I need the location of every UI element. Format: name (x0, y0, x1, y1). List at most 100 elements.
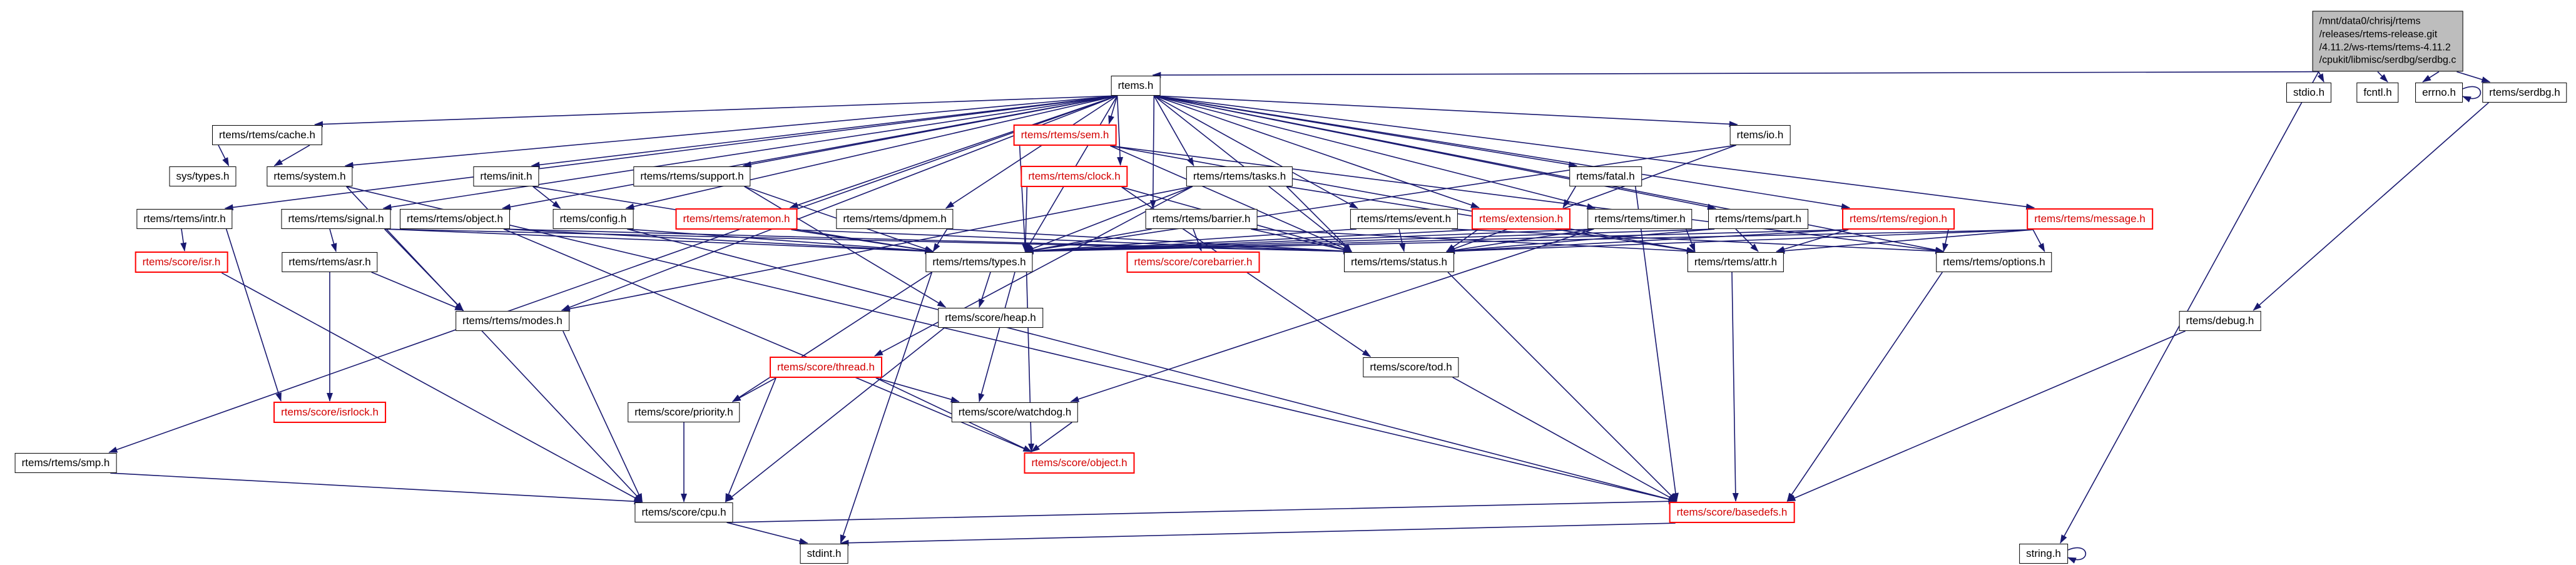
graph-node-sem-h[interactable]: rtems/rtems/sem.h (1013, 124, 1117, 146)
include-edge (1446, 228, 1594, 253)
graph-node-barrier-h[interactable]: rtems/rtems/barrier.h (1145, 208, 1258, 230)
include-edge (1108, 95, 1118, 125)
graph-node-stdint-h[interactable]: stdint.h (800, 543, 848, 564)
include-edge (1398, 228, 1406, 252)
include-edge (1024, 228, 1594, 255)
include-edge (840, 522, 1676, 546)
graph-node-system-h[interactable]: rtems/system.h (267, 166, 353, 187)
graph-node-string-h[interactable]: string.h (2019, 543, 2068, 564)
graph-node-attr-h[interactable]: rtems/rtems/attr.h (1687, 252, 1784, 273)
include-edge (344, 95, 1117, 168)
include-edge (725, 377, 776, 502)
graph-node-asr-h[interactable]: rtems/rtems/asr.h (282, 252, 378, 273)
graph-node-thread-h[interactable]: rtems/score/thread.h (770, 356, 882, 379)
graph-node-signal-h[interactable]: rtems/rtems/signal.h (281, 208, 391, 230)
graph-node-heap-h[interactable]: rtems/score/heap.h (938, 307, 1043, 328)
graph-node-priority-h[interactable]: rtems/score/priority.h (628, 402, 740, 423)
graph-node-isr-h[interactable]: rtems/score/isr.h (135, 251, 228, 273)
include-edge (1110, 145, 1696, 253)
graph-node-types-h[interactable]: rtems/rtems/types.h (925, 252, 1033, 273)
graph-node-smp-h[interactable]: rtems/rtems/smp.h (14, 452, 117, 474)
graph-node-stdio-h[interactable]: stdio.h (2286, 82, 2332, 103)
include-edge (1153, 95, 1358, 209)
include-edge (945, 95, 1118, 209)
graph-node-init-h[interactable]: rtems/init.h (473, 166, 539, 187)
graph-node-extension-h[interactable]: rtems/extension.h (1471, 208, 1571, 230)
graph-node-errno-h[interactable]: errno.h (2415, 82, 2463, 103)
include-edge (1446, 145, 1736, 252)
include-edge (371, 272, 464, 311)
graph-node-sys-types-h[interactable]: sys/types.h (169, 166, 237, 187)
graph-node-ratemon-h[interactable]: rtems/rtems/ratemon.h (675, 208, 798, 230)
include-edge (1153, 95, 1194, 166)
include-edge (789, 95, 1117, 208)
include-edge (221, 272, 643, 502)
graph-node-options-h[interactable]: rtems/rtems/options.h (1936, 252, 2052, 273)
graph-node-intr-h[interactable]: rtems/rtems/intr.h (136, 208, 233, 230)
graph-node-score-object-h[interactable]: rtems/score/object.h (1024, 452, 1135, 474)
graph-node-event-h[interactable]: rtems/rtems/event.h (1350, 208, 1459, 230)
include-edge (1685, 228, 1696, 252)
include-edge (1024, 228, 1715, 255)
graph-node-serdbg-c[interactable]: /mnt/data0/chrisj/rtems /releases/rtems-… (2312, 11, 2463, 72)
graph-node-region-h[interactable]: rtems/rtems/region.h (1842, 208, 1955, 230)
include-edge (314, 95, 1117, 128)
graph-node-debug-h[interactable]: rtems/debug.h (2179, 310, 2261, 332)
graph-node-serdbg-h[interactable]: rtems/serdbg.h (2482, 82, 2567, 103)
include-edge (1154, 95, 2035, 210)
include-edge (531, 95, 1117, 168)
graph-node-corebarrier-h[interactable]: rtems/score/corebarrier.h (1126, 251, 1260, 273)
include-edge (726, 498, 1677, 523)
graph-node-modes-h[interactable]: rtems/rtems/modes.h (456, 310, 569, 332)
include-edge (329, 228, 337, 252)
include-edge (2253, 102, 2489, 311)
graph-node-support-h[interactable]: rtems/rtems/support.h (633, 166, 751, 187)
include-edge (224, 95, 1117, 211)
graph-node-config-h[interactable]: rtems/config.h (552, 208, 634, 230)
graph-node-fatal-h[interactable]: rtems/fatal.h (1569, 166, 1642, 187)
include-edge (503, 228, 934, 255)
include-edge (978, 272, 1016, 402)
include-edge (1731, 272, 1739, 502)
graph-node-object-classic-h[interactable]: rtems/rtems/object.h (400, 208, 510, 230)
include-edge (225, 228, 282, 402)
include-edge (1445, 229, 1849, 255)
include-edge (979, 272, 991, 308)
include-edge (725, 327, 945, 502)
graph-node-cache-h[interactable]: rtems/rtems/cache.h (212, 125, 322, 146)
graph-node-clock-h[interactable]: rtems/rtems/clock.h (1021, 165, 1128, 188)
include-edge (180, 228, 187, 252)
graph-node-io-h[interactable]: rtems/io.h (1729, 125, 1791, 146)
graph-node-tasks-h[interactable]: rtems/rtems/tasks.h (1186, 166, 1293, 187)
graph-node-isrlock-h[interactable]: rtems/score/isrlock.h (273, 401, 386, 424)
include-edge (1786, 330, 2186, 502)
graph-node-status-h[interactable]: rtems/rtems/status.h (1344, 252, 1454, 273)
graph-node-message-h[interactable]: rtems/rtems/message.h (2027, 208, 2153, 230)
include-edge (384, 228, 934, 255)
include-edge (874, 186, 1193, 357)
include-edge (1031, 422, 1072, 452)
graph-node-fcntl-h[interactable]: fcntl.h (2356, 82, 2399, 103)
include-edge (1286, 186, 1352, 252)
include-edge (110, 472, 643, 505)
include-edge (1110, 145, 1352, 252)
include-edge (218, 145, 230, 166)
include-edge (1786, 272, 1943, 502)
include-edge (2456, 71, 2491, 83)
graph-node-basedefs-h[interactable]: rtems/score/basedefs.h (1669, 501, 1795, 524)
graph-node-cpu-h[interactable]: rtems/score/cpu.h (634, 502, 733, 523)
graph-node-dpmem-h[interactable]: rtems/rtems/dpmem.h (836, 208, 954, 230)
include-edge (627, 228, 1677, 502)
graph-node-part-h[interactable]: rtems/rtems/part.h (1708, 208, 1808, 230)
include-edge (1154, 95, 1596, 210)
graph-node-tod-h[interactable]: rtems/score/tod.h (1363, 357, 1459, 378)
graph-node-watchdog-h[interactable]: rtems/score/watchdog.h (951, 402, 1079, 423)
include-edge (1070, 228, 1594, 402)
include-edge (1024, 229, 2034, 255)
include-edge (1452, 377, 1677, 502)
graph-node-rtems-h[interactable]: rtems.h (1111, 75, 1161, 96)
graph-node-timer-h[interactable]: rtems/rtems/timer.h (1587, 208, 1693, 230)
include-edge (2060, 71, 2319, 544)
include-edge (875, 377, 960, 403)
include-edge (273, 145, 310, 166)
